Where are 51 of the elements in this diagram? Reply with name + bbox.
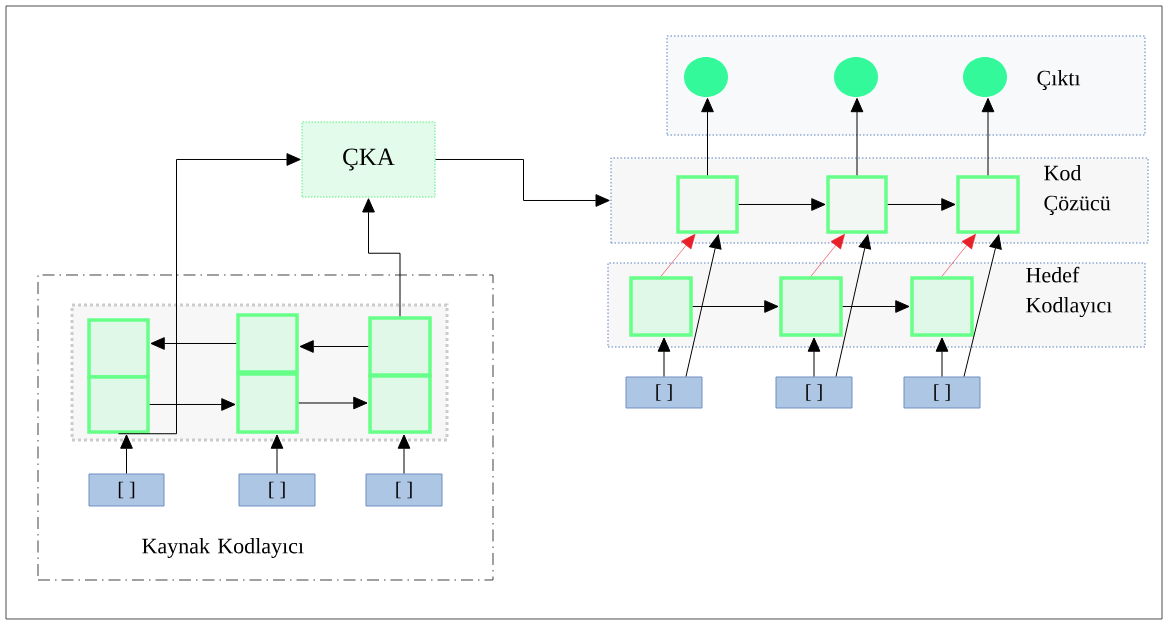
arrow [850, 97, 864, 176]
arrow [935, 337, 949, 377]
arrow [149, 398, 236, 411]
band-label: Kaynak Kodlayıcı [142, 538, 304, 558]
arrow [807, 337, 821, 377]
arrow [657, 337, 671, 377]
band-label: Çıktı [1037, 70, 1081, 90]
cell-box [87, 375, 150, 434]
arrow [660, 234, 696, 277]
arrow [362, 198, 401, 317]
output-circle [834, 57, 878, 97]
arrow [810, 234, 845, 277]
arrow [118, 153, 301, 435]
input-box: [ ] [775, 376, 853, 409]
arrow [738, 198, 826, 211]
output-circle [684, 57, 728, 97]
output-circle [963, 57, 1007, 97]
input-box: [ ] [88, 473, 165, 507]
attention-box: ÇKA [301, 121, 436, 198]
cell-box [236, 313, 299, 374]
cell-box [910, 276, 974, 337]
arrow [685, 234, 722, 377]
arrow [298, 396, 368, 410]
cell-box [956, 175, 1020, 234]
cell-box [629, 276, 693, 337]
band-label: Kod Çözücü [1044, 165, 1111, 215]
cell-box [236, 372, 299, 434]
cell-box [826, 175, 888, 234]
arrow [270, 434, 284, 474]
arrow [963, 234, 1002, 377]
input-box: [ ] [903, 376, 981, 409]
arrow [120, 434, 133, 474]
band-label: Hedef Kodlayıcı [1026, 266, 1112, 318]
input-box: [ ] [625, 376, 703, 409]
arrow [150, 337, 237, 350]
cell-box [368, 316, 432, 377]
arrow [981, 97, 995, 176]
cell-box [368, 374, 432, 434]
arrow [887, 198, 956, 211]
input-box: [ ] [365, 473, 443, 507]
arrow [692, 300, 779, 313]
arrow [701, 97, 714, 176]
input-box: [ ] [238, 473, 316, 507]
arrow [299, 340, 369, 353]
arrow [397, 434, 411, 474]
arrow [835, 234, 872, 377]
cell-box [779, 276, 843, 337]
cell-box [676, 175, 739, 234]
arrow [842, 300, 910, 313]
arrow [435, 159, 610, 207]
arrow [941, 234, 976, 277]
